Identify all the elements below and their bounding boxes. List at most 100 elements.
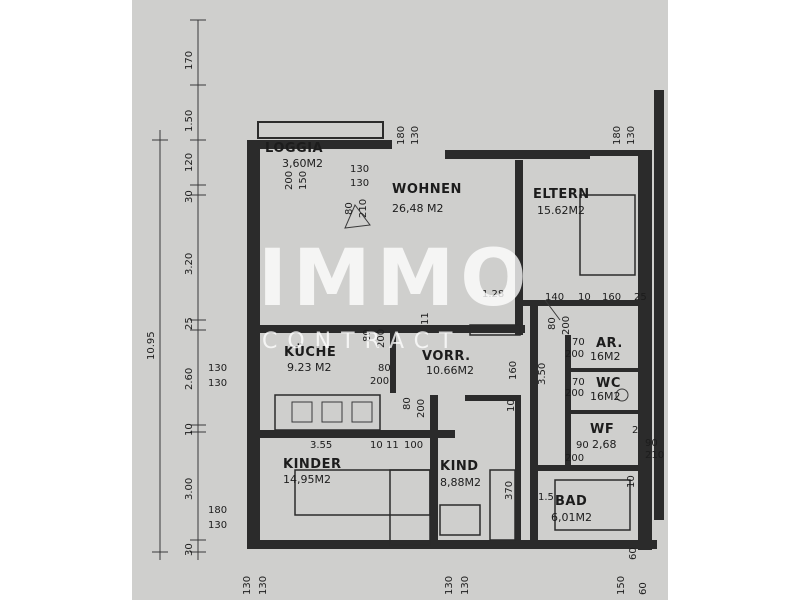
dim-inner-29: 90 xyxy=(645,438,658,449)
dim-inner-16: 3.50 xyxy=(537,363,548,385)
opening-dimension-labels: 180 130 180 130 130 130 180 130 200 150 … xyxy=(208,126,637,531)
dim-inner-10: 200 xyxy=(370,376,389,387)
dim-left-1: 170 xyxy=(184,51,195,70)
wall-bad-north xyxy=(538,465,638,471)
wall-west xyxy=(247,140,260,548)
room-area-bad: 6,01M2 xyxy=(551,511,592,524)
dim-pair-4-top: 180 xyxy=(208,505,227,516)
dim-left-7: 2.60 xyxy=(184,368,195,390)
room-name-wc: WC xyxy=(596,376,621,391)
dim-pair-3-bottom: 130 xyxy=(208,378,227,389)
dim-left-3: 120 xyxy=(184,153,195,172)
dim-inner-31: 200 xyxy=(565,453,584,464)
room-area-wohnen: 26,48 M2 xyxy=(392,202,443,215)
dim-inner-6: 11 xyxy=(420,312,431,325)
wall-north-east xyxy=(590,150,645,156)
left-dimension-chain xyxy=(152,19,206,560)
dim-inner-15: 160 xyxy=(508,361,519,380)
dim-inner-24: 200 xyxy=(565,388,584,399)
dim-inner-7: 80 xyxy=(362,329,373,342)
walls xyxy=(247,90,664,550)
dim-inner-32: 1.5 xyxy=(538,492,554,503)
toilet-wc xyxy=(615,388,629,402)
dim-inner-14: 200 xyxy=(416,399,427,418)
dim-wohnen-door-2: 210 xyxy=(358,199,369,218)
watermark-top: IMMO xyxy=(258,234,533,324)
wardrobe-vorr xyxy=(469,324,521,336)
wall-wc-south xyxy=(571,410,638,414)
room-area-ar: 16M2 xyxy=(590,350,621,363)
dim-wohnen-door-1: 80 xyxy=(344,202,355,215)
room-name-kinder: KINDER xyxy=(283,457,341,472)
fixtures xyxy=(274,194,636,546)
left-dimension-labels: 10.95 170 1.50 120 30 3.20 25 2.60 10 3.… xyxy=(146,51,195,556)
bathtub xyxy=(554,479,631,531)
dim-inner-22: 10 xyxy=(506,399,517,412)
room-area-eltern: 15.62M2 xyxy=(537,204,585,217)
room-name-loggia: LOGGIA xyxy=(265,141,323,156)
inner-dimension-labels: 1.28 140 10 160 25 11 80 200 80 200 80 2… xyxy=(310,289,664,595)
wall-ar-wc xyxy=(565,335,571,465)
dim-pair-1-top: 180 xyxy=(396,126,407,145)
dim-inner-2: 140 xyxy=(545,292,564,303)
loggia-parapet xyxy=(257,121,384,139)
dim-bottom-2: 130 xyxy=(258,576,269,595)
dim-pair-1-bottom: 130 xyxy=(410,126,421,145)
dim-inner-4: 160 xyxy=(602,292,621,303)
dim-left-2: 1.50 xyxy=(184,110,195,132)
dim-inner-9: 80 xyxy=(378,363,391,374)
room-labels: LOGGIA 3,60M2 WOHNEN 26,48 M2 ELTERN 15.… xyxy=(265,141,623,524)
dim-inner-26: 200 xyxy=(565,349,584,360)
dim-left-4: 30 xyxy=(184,190,195,203)
dim-inner-13: 80 xyxy=(402,397,413,410)
desk-kind xyxy=(439,504,481,536)
wall-kinder-north xyxy=(260,430,455,438)
dim-bottom-4: 130 xyxy=(460,576,471,595)
room-area-loggia: 3,60M2 xyxy=(282,157,323,170)
dim-inner-3: 10 xyxy=(578,292,591,303)
room-name-ar: AR. xyxy=(596,336,623,351)
room-name-wf: WF xyxy=(590,422,614,437)
room-name-kueche: KÜCHE xyxy=(284,344,336,360)
dim-bottom-5: 150 xyxy=(616,576,627,595)
room-name-wohnen: WOHNEN xyxy=(392,182,462,197)
wall-kinder-kind xyxy=(430,395,438,540)
dim-inner-21: 370 xyxy=(504,481,515,500)
kitchen-counter xyxy=(274,394,381,431)
dim-inner-28: 2 xyxy=(632,425,638,436)
dim-inner-30: 210 xyxy=(645,450,664,461)
wall-eltern-south xyxy=(520,300,640,306)
wall-exterior-east xyxy=(654,90,664,520)
dim-inner-20: 100 xyxy=(404,440,423,451)
room-name-vorr: VORR. xyxy=(422,349,471,364)
room-area-vorr: 10.66M2 xyxy=(426,364,474,377)
dim-total-height: 10.95 xyxy=(146,331,157,360)
wall-kueche-vorr xyxy=(390,333,396,393)
dim-inner-12: 200 xyxy=(561,316,572,335)
bed-eltern xyxy=(579,194,636,276)
dim-inner-1: 1.28 xyxy=(482,289,504,300)
wall-wohnen-eltern xyxy=(515,160,523,335)
dim-bottom-6: 60 xyxy=(628,547,639,560)
dim-pair-2-top: 180 xyxy=(612,126,623,145)
dim-bottom-1: 130 xyxy=(242,576,253,595)
room-name-bad: BAD xyxy=(555,494,587,509)
dim-pair-3-top: 130 xyxy=(208,363,227,374)
dim-left-8: 10 xyxy=(184,423,195,436)
dim-left-6: 25 xyxy=(184,317,195,330)
wall-south xyxy=(247,540,657,549)
wardrobe-kinder xyxy=(389,469,431,546)
dim-inner-27: 90 xyxy=(576,440,589,451)
dim-loggia-door-1: 200 xyxy=(284,171,295,190)
dim-inner-5: 25 xyxy=(634,292,647,303)
dim-inner-18: 10 xyxy=(370,440,383,451)
door-swing-wohnen xyxy=(344,204,371,229)
wall-kind-north xyxy=(465,395,515,401)
dim-loggia-door-4: 130 xyxy=(350,178,369,189)
dim-loggia-door-3: 130 xyxy=(350,164,369,175)
door-swing-eltern xyxy=(544,299,561,321)
room-name-eltern: ELTERN xyxy=(533,187,590,202)
dim-inner-11: 80 xyxy=(547,317,558,330)
